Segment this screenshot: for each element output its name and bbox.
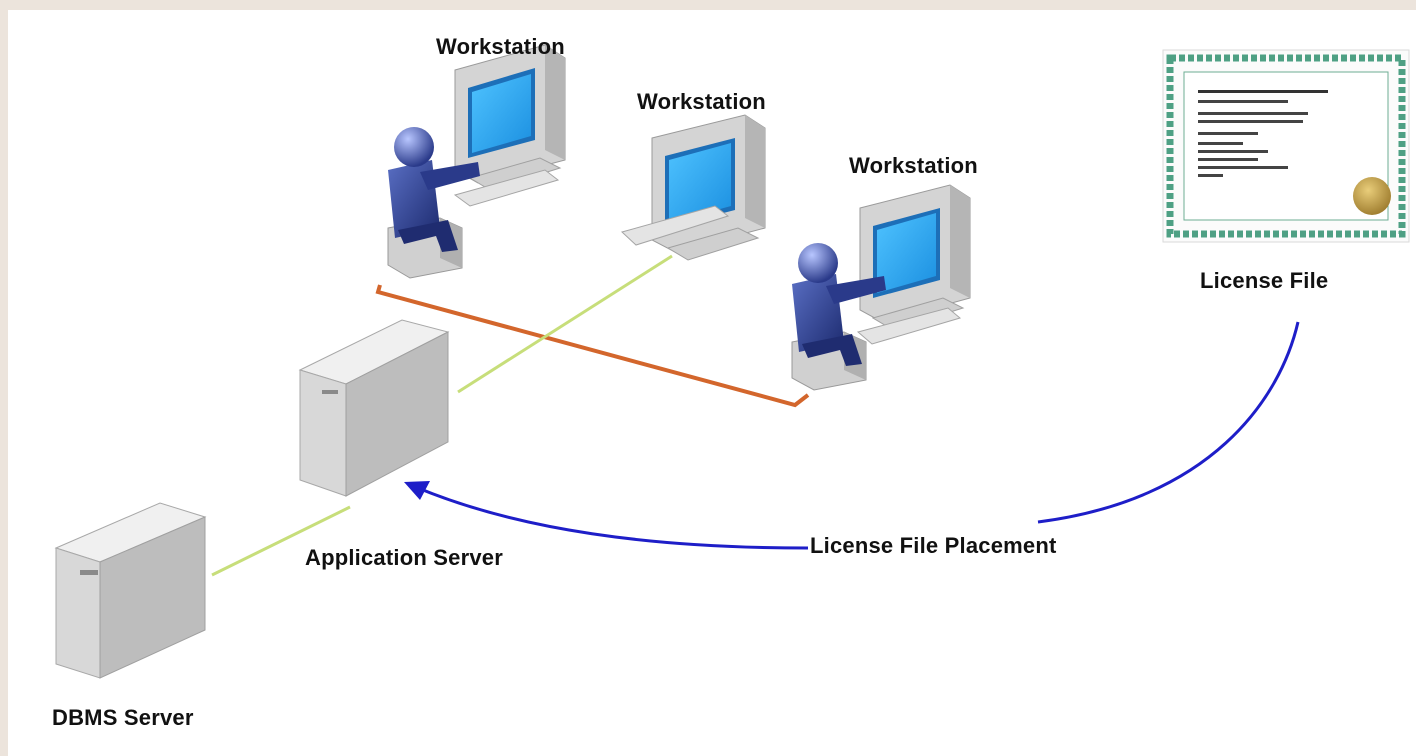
workstation-3-computer-icon [856,184,971,345]
workstation-network-link [375,284,810,408]
dbms-server-icon [54,502,207,679]
workstation-2-computer-icon [621,114,766,261]
workstation-1-label: Workstation [436,34,565,59]
license-placement-arrow [417,486,809,550]
application-server-label: Application Server [305,545,503,570]
workstation-2-label: Workstation [637,89,766,114]
license-placement-curve [1037,321,1300,524]
license-file-label: License File [1200,268,1329,293]
dbms-server-label: DBMS Server [52,705,194,730]
arrowhead-icon [404,481,430,500]
dbms-to-app-server-link [211,505,351,577]
workstation-3-user-icon [791,243,886,391]
application-server-icon [298,319,450,497]
license-certificate-icon [1162,49,1410,243]
workstation-1-computer-icon [453,44,566,207]
license-file-placement-label: License File Placement [810,533,1057,558]
workstation-3-label: Workstation [849,153,978,178]
workstation-1-user-icon [387,127,480,279]
app-server-to-workstation-link [457,254,673,394]
